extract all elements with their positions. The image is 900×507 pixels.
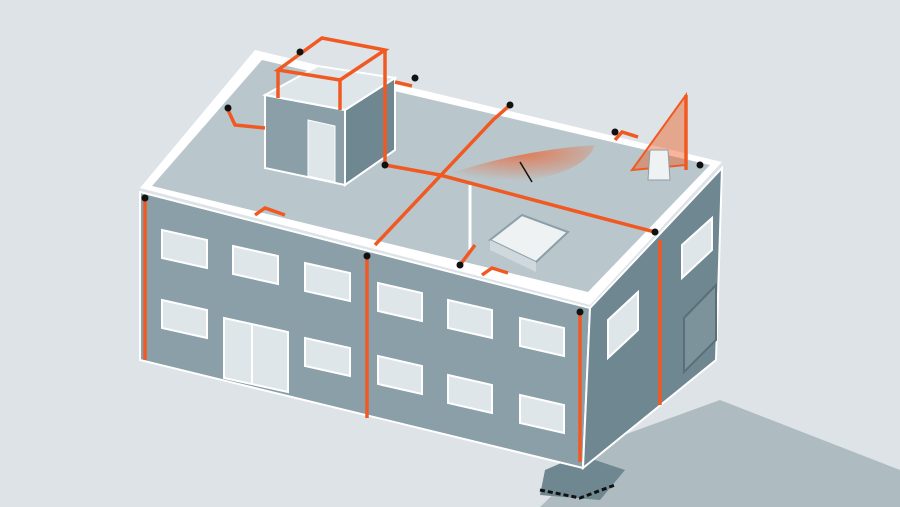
protection-zone (445, 145, 595, 185)
roof-vent (647, 149, 671, 181)
entrance-door[interactable] (223, 316, 289, 394)
stair-door (307, 119, 336, 183)
front-windows (161, 228, 565, 435)
arrow-icon (519, 161, 533, 183)
ground-shadow (540, 400, 900, 507)
lightning-conductors (143, 36, 688, 462)
stair-housing-roof (262, 64, 398, 112)
side-windows (607, 215, 713, 361)
skylight (488, 213, 570, 264)
clamps (141, 48, 704, 316)
earth-electrode (539, 483, 616, 500)
side-vent (683, 282, 717, 375)
